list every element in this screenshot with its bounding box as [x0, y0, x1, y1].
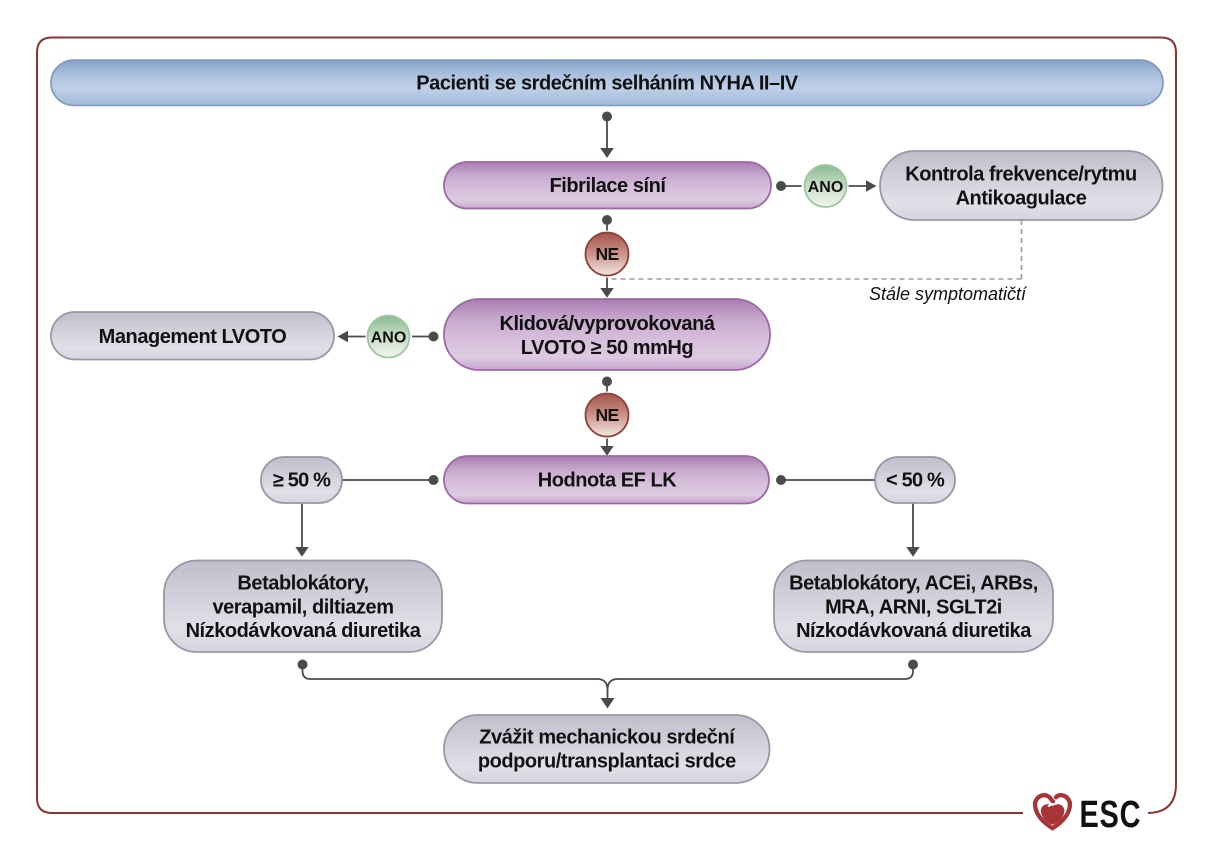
svg-text:NE: NE: [595, 405, 618, 425]
svg-text:MRA, ARNI, SGLT2i: MRA, ARNI, SGLT2i: [825, 596, 1002, 618]
svg-text:Fibrilace síní: Fibrilace síní: [550, 175, 668, 197]
svg-text:verapamil, diltiazem: verapamil, diltiazem: [212, 596, 393, 618]
svg-text:Antikoagulace: Antikoagulace: [956, 187, 1087, 209]
svg-text:Nízkodávkovaná diuretika: Nízkodávkovaná diuretika: [186, 620, 422, 642]
svg-text:Management LVOTO: Management LVOTO: [99, 326, 287, 348]
svg-text:podporu/transplantaci srdce: podporu/transplantaci srdce: [478, 750, 736, 772]
svg-text:LVOTO ≥ 50 mmHg: LVOTO ≥ 50 mmHg: [521, 337, 693, 359]
svg-text:NE: NE: [595, 244, 618, 264]
svg-text:ESC: ESC: [1080, 794, 1142, 836]
svg-text:< 50 %: < 50 %: [886, 470, 945, 492]
svg-text:≥ 50 %: ≥ 50 %: [273, 470, 331, 492]
svg-text:Zvážit mechanickou srdeční: Zvážit mechanickou srdeční: [479, 727, 736, 749]
svg-text:Stále symptomatičtí: Stále symptomatičtí: [869, 284, 1028, 304]
svg-text:ANO: ANO: [808, 179, 844, 196]
svg-text:Hodnota EF LK: Hodnota EF LK: [538, 470, 678, 492]
svg-text:Pacienti se srdečním selháním: Pacienti se srdečním selháním NYHA II–IV: [416, 73, 799, 95]
svg-text:Betablokátory,: Betablokátory,: [237, 573, 368, 595]
svg-text:Nízkodávkovaná diuretika: Nízkodávkovaná diuretika: [796, 620, 1032, 642]
svg-text:Klidová/vyprovokovaná: Klidová/vyprovokovaná: [499, 313, 715, 335]
svg-text:Betablokátory, ACEi, ARBs,: Betablokátory, ACEi, ARBs,: [789, 573, 1038, 595]
svg-text:ANO: ANO: [371, 330, 407, 347]
svg-text:Kontrola frekvence/rytmu: Kontrola frekvence/rytmu: [905, 164, 1137, 186]
